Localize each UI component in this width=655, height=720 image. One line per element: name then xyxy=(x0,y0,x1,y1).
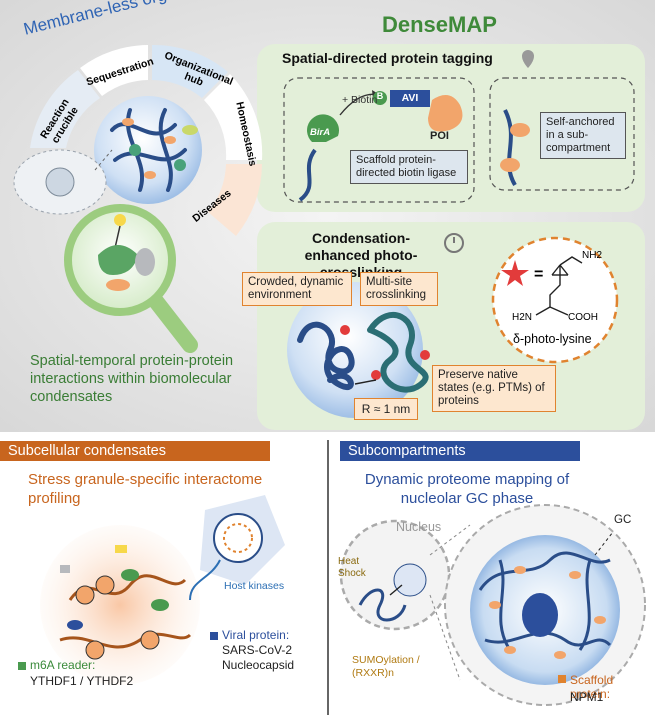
radius-line xyxy=(354,379,377,385)
crosslink-site-3 xyxy=(420,350,430,360)
reader-label: m6A reader: xyxy=(30,658,96,672)
scaffold-strand xyxy=(298,148,317,202)
sumo-label: SUMOylation / (RXXR)n xyxy=(352,654,420,679)
organelle-ring xyxy=(30,44,263,236)
stress-granule-glow xyxy=(40,525,200,685)
crosslink-site-2 xyxy=(371,370,381,380)
avi-tag xyxy=(390,90,430,107)
crowded-box: Crowded, dynamic environment xyxy=(242,272,352,306)
bira-label: BirA xyxy=(310,127,331,138)
top-left-caption: Spatial-temporal protein-protein interac… xyxy=(30,353,234,405)
magnifier-handle xyxy=(147,292,198,353)
virus-arrow xyxy=(189,559,221,601)
anchored-protein-1 xyxy=(510,123,530,137)
compound-name: δ-photo-lysine xyxy=(513,332,592,346)
crosslink-chains xyxy=(297,312,429,393)
reader-value: YTHDF1 / YTHDF2 xyxy=(30,674,134,688)
scaffold-label: Scaffold protein: xyxy=(570,673,614,701)
host-kinases-label: Host kinases xyxy=(224,580,285,592)
red-star-icon xyxy=(501,260,529,286)
gc-npm1 xyxy=(489,566,606,659)
gc-core xyxy=(522,593,558,637)
nh2-top: NH2 xyxy=(582,250,603,261)
stress-granule-contents xyxy=(59,545,192,660)
heat-shock-label: Heat Shock xyxy=(338,556,366,579)
nucleolus xyxy=(393,563,427,597)
bottom-left-title: Stress granule-specific interactome prof… xyxy=(28,471,263,507)
linker xyxy=(114,225,121,249)
anchored-strand xyxy=(503,109,517,187)
condensate-proteins xyxy=(122,118,198,179)
nuclear-protein xyxy=(358,588,407,622)
anchored-dashed-box xyxy=(489,77,635,191)
location-pin-icon xyxy=(522,50,534,68)
gc-pointer xyxy=(594,531,614,556)
crosslink-site-1 xyxy=(340,325,350,335)
scaffold-legend-square xyxy=(558,675,566,683)
gc-label: GC xyxy=(614,514,632,526)
multisite-box: Multi-site crosslinking xyxy=(360,272,438,306)
zoom-connector-top xyxy=(429,524,471,556)
preserve-box: Preserve native states (e.g. PTMs) of pr… xyxy=(432,365,556,412)
biotin-label: + Biotin xyxy=(342,94,378,106)
bottom-right-title: Dynamic proteome mapping of nucleolar GC… xyxy=(364,471,570,507)
lens-protein-orange xyxy=(106,279,130,291)
biotin-bead xyxy=(114,214,126,226)
b-badge-circle xyxy=(373,91,387,105)
viral-value: SARS-CoV-2 Nucleocapsid xyxy=(222,643,295,672)
nucleus-label: Nucleus xyxy=(396,520,442,534)
ligase-dashed-box xyxy=(283,77,475,203)
densemap-title: DenseMAP xyxy=(382,12,497,37)
nucleus-arrow xyxy=(389,584,403,596)
photo-lysine-structure xyxy=(535,256,583,316)
equals-sign: = xyxy=(534,266,544,283)
radius-box: R ≈ 1 nm xyxy=(354,398,418,420)
lens-protein-green xyxy=(98,245,138,275)
virus-particle xyxy=(213,513,263,563)
viral-label: Viral protein: xyxy=(222,628,290,642)
cooh-label: COOH xyxy=(568,312,598,323)
zoom-line xyxy=(94,149,113,171)
photo-lysine-circle xyxy=(491,236,619,364)
viral-legend-square xyxy=(210,632,218,640)
gc-network xyxy=(478,551,612,651)
poi-protein xyxy=(428,95,463,132)
cell-nucleus xyxy=(45,167,75,197)
h2n-label: H2N xyxy=(512,312,533,323)
tagging-title: Spatial-directed protein tagging xyxy=(282,50,493,66)
bottom-left-banner: Subcellular condensates xyxy=(0,441,270,461)
bira-enzyme xyxy=(307,114,340,142)
bottom-right-banner: Subcompartments xyxy=(340,441,580,461)
scaffold-value: NPM1 xyxy=(570,690,604,704)
virus-rna xyxy=(223,523,253,553)
lens-protein-grey xyxy=(135,248,155,276)
anchored-protein-2 xyxy=(500,158,520,172)
ligase-box: Scaffold protein-directed biotin ligase xyxy=(350,150,468,184)
reader-legend-square xyxy=(18,662,26,670)
b-badge: B xyxy=(376,91,384,101)
clock-icon xyxy=(444,233,464,253)
poi-label: POI xyxy=(430,130,449,142)
anchored-box: Self-anchored in a sub-compartment xyxy=(540,112,626,159)
avi-label: AVI xyxy=(401,92,419,104)
